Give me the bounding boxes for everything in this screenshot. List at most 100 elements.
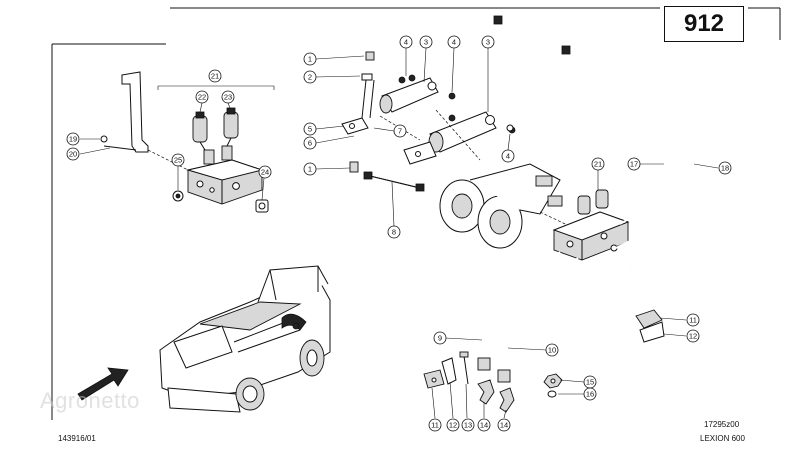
svg-text:14: 14	[500, 421, 508, 430]
pipe-9	[478, 251, 561, 363]
callout-23: 23	[221, 90, 235, 104]
cylinder-dashed-links	[379, 109, 481, 161]
svg-text:3: 3	[424, 38, 428, 47]
fitting-25	[172, 190, 184, 202]
washer-16	[547, 390, 557, 398]
svg-text:1: 1	[308, 55, 312, 64]
svg-text:19: 19	[69, 135, 77, 144]
callout-4-right: 4	[501, 149, 515, 163]
pipe-17-end-fitting	[493, 15, 503, 25]
svg-text:22: 22	[198, 93, 206, 102]
pipe-right-hook	[615, 234, 651, 271]
callout-25: 25	[171, 153, 185, 167]
svg-text:17: 17	[630, 160, 638, 169]
callout-14-b: 14	[497, 418, 511, 432]
callout-11-right: 11	[686, 313, 700, 327]
svg-text:20: 20	[69, 150, 77, 159]
svg-text:11: 11	[689, 316, 697, 325]
callout-1-lower: 1	[303, 162, 317, 176]
valve-block-right	[552, 189, 630, 261]
callout-24: 24	[258, 165, 272, 179]
mounting-bracket	[100, 71, 149, 153]
callout-3-upper: 3	[419, 35, 433, 49]
svg-text:2: 2	[308, 73, 312, 82]
rod-end-5	[341, 117, 369, 135]
svg-text:21: 21	[211, 72, 219, 81]
callout-16: 16	[583, 387, 597, 401]
valve-block-left	[186, 145, 264, 205]
page-number-box: 912	[664, 6, 744, 42]
watermark: Agronetto	[40, 388, 140, 413]
leader-lines	[79, 47, 719, 419]
svg-text:6: 6	[308, 139, 312, 148]
location-arrow	[77, 367, 129, 401]
fitting-24	[255, 199, 269, 213]
callout-21-right: 21	[591, 157, 605, 171]
callout-21-left: 21	[208, 69, 222, 83]
callout-18: 18	[718, 161, 732, 175]
pipe-8	[363, 171, 425, 192]
callout-22: 22	[195, 90, 209, 104]
pipe-9-nut	[477, 357, 491, 371]
svg-text:16: 16	[586, 390, 594, 399]
drawing-reference: 17295z00	[704, 420, 740, 429]
callout-13: 13	[461, 418, 475, 432]
fitting-1-lower	[349, 161, 359, 173]
callout-4-upper-b: 4	[447, 35, 461, 49]
svg-text:1: 1	[308, 165, 312, 174]
hydraulic-motors	[439, 163, 563, 249]
group-21-bracket-line	[157, 85, 275, 90]
callout-9: 9	[433, 331, 447, 345]
svg-text:18: 18	[721, 164, 729, 173]
svg-text:8: 8	[392, 228, 396, 237]
svg-text:7: 7	[398, 127, 402, 136]
model-name: LEXION 600	[700, 434, 745, 443]
svg-text:15: 15	[586, 378, 594, 387]
callout-1-top: 1	[303, 52, 317, 66]
svg-text:25: 25	[174, 156, 182, 165]
svg-text:14: 14	[480, 421, 488, 430]
svg-text:4: 4	[452, 38, 456, 47]
cylinder-upper	[361, 51, 439, 119]
callout-12-right: 12	[686, 329, 700, 343]
callout-19: 19	[66, 132, 80, 146]
svg-text:12: 12	[689, 332, 697, 341]
svg-text:11: 11	[431, 421, 439, 430]
svg-text:9: 9	[438, 334, 442, 343]
callout-12-bottom: 12	[446, 418, 460, 432]
callout-2: 2	[303, 70, 317, 84]
clamp-right-11-12	[635, 309, 665, 343]
pipe-17	[497, 19, 679, 213]
callout-8: 8	[387, 225, 401, 239]
svg-text:3: 3	[486, 38, 490, 47]
callout-5: 5	[303, 122, 317, 136]
callout-11-bottom: 11	[428, 418, 442, 432]
callout-3-lower: 3	[481, 35, 495, 49]
fittings-4-pair	[398, 74, 514, 132]
svg-text:23: 23	[224, 93, 232, 102]
callout-17: 17	[627, 157, 641, 171]
pipe-10-nut	[497, 369, 511, 383]
solenoid-23	[223, 107, 239, 147]
motor-dashed-link	[539, 211, 583, 233]
solenoid-22	[192, 111, 208, 151]
svg-text:12: 12	[449, 421, 457, 430]
cylinder-lower	[403, 111, 516, 165]
callout-14-a: 14	[477, 418, 491, 432]
pipe-18-end-fitting	[561, 45, 571, 55]
svg-text:21: 21	[594, 160, 602, 169]
callout-7: 7	[393, 124, 407, 138]
callout-20: 20	[66, 147, 80, 161]
svg-text:10: 10	[548, 346, 556, 355]
svg-text:5: 5	[308, 125, 312, 134]
pipe-18	[565, 49, 698, 225]
callout-10: 10	[545, 343, 559, 357]
document-number: 143916/01	[58, 434, 96, 443]
bolt-13	[459, 351, 469, 385]
callout-6: 6	[303, 136, 317, 150]
elbow-14-right	[499, 387, 515, 413]
nut-15	[543, 373, 563, 389]
svg-text:13: 13	[464, 421, 472, 430]
